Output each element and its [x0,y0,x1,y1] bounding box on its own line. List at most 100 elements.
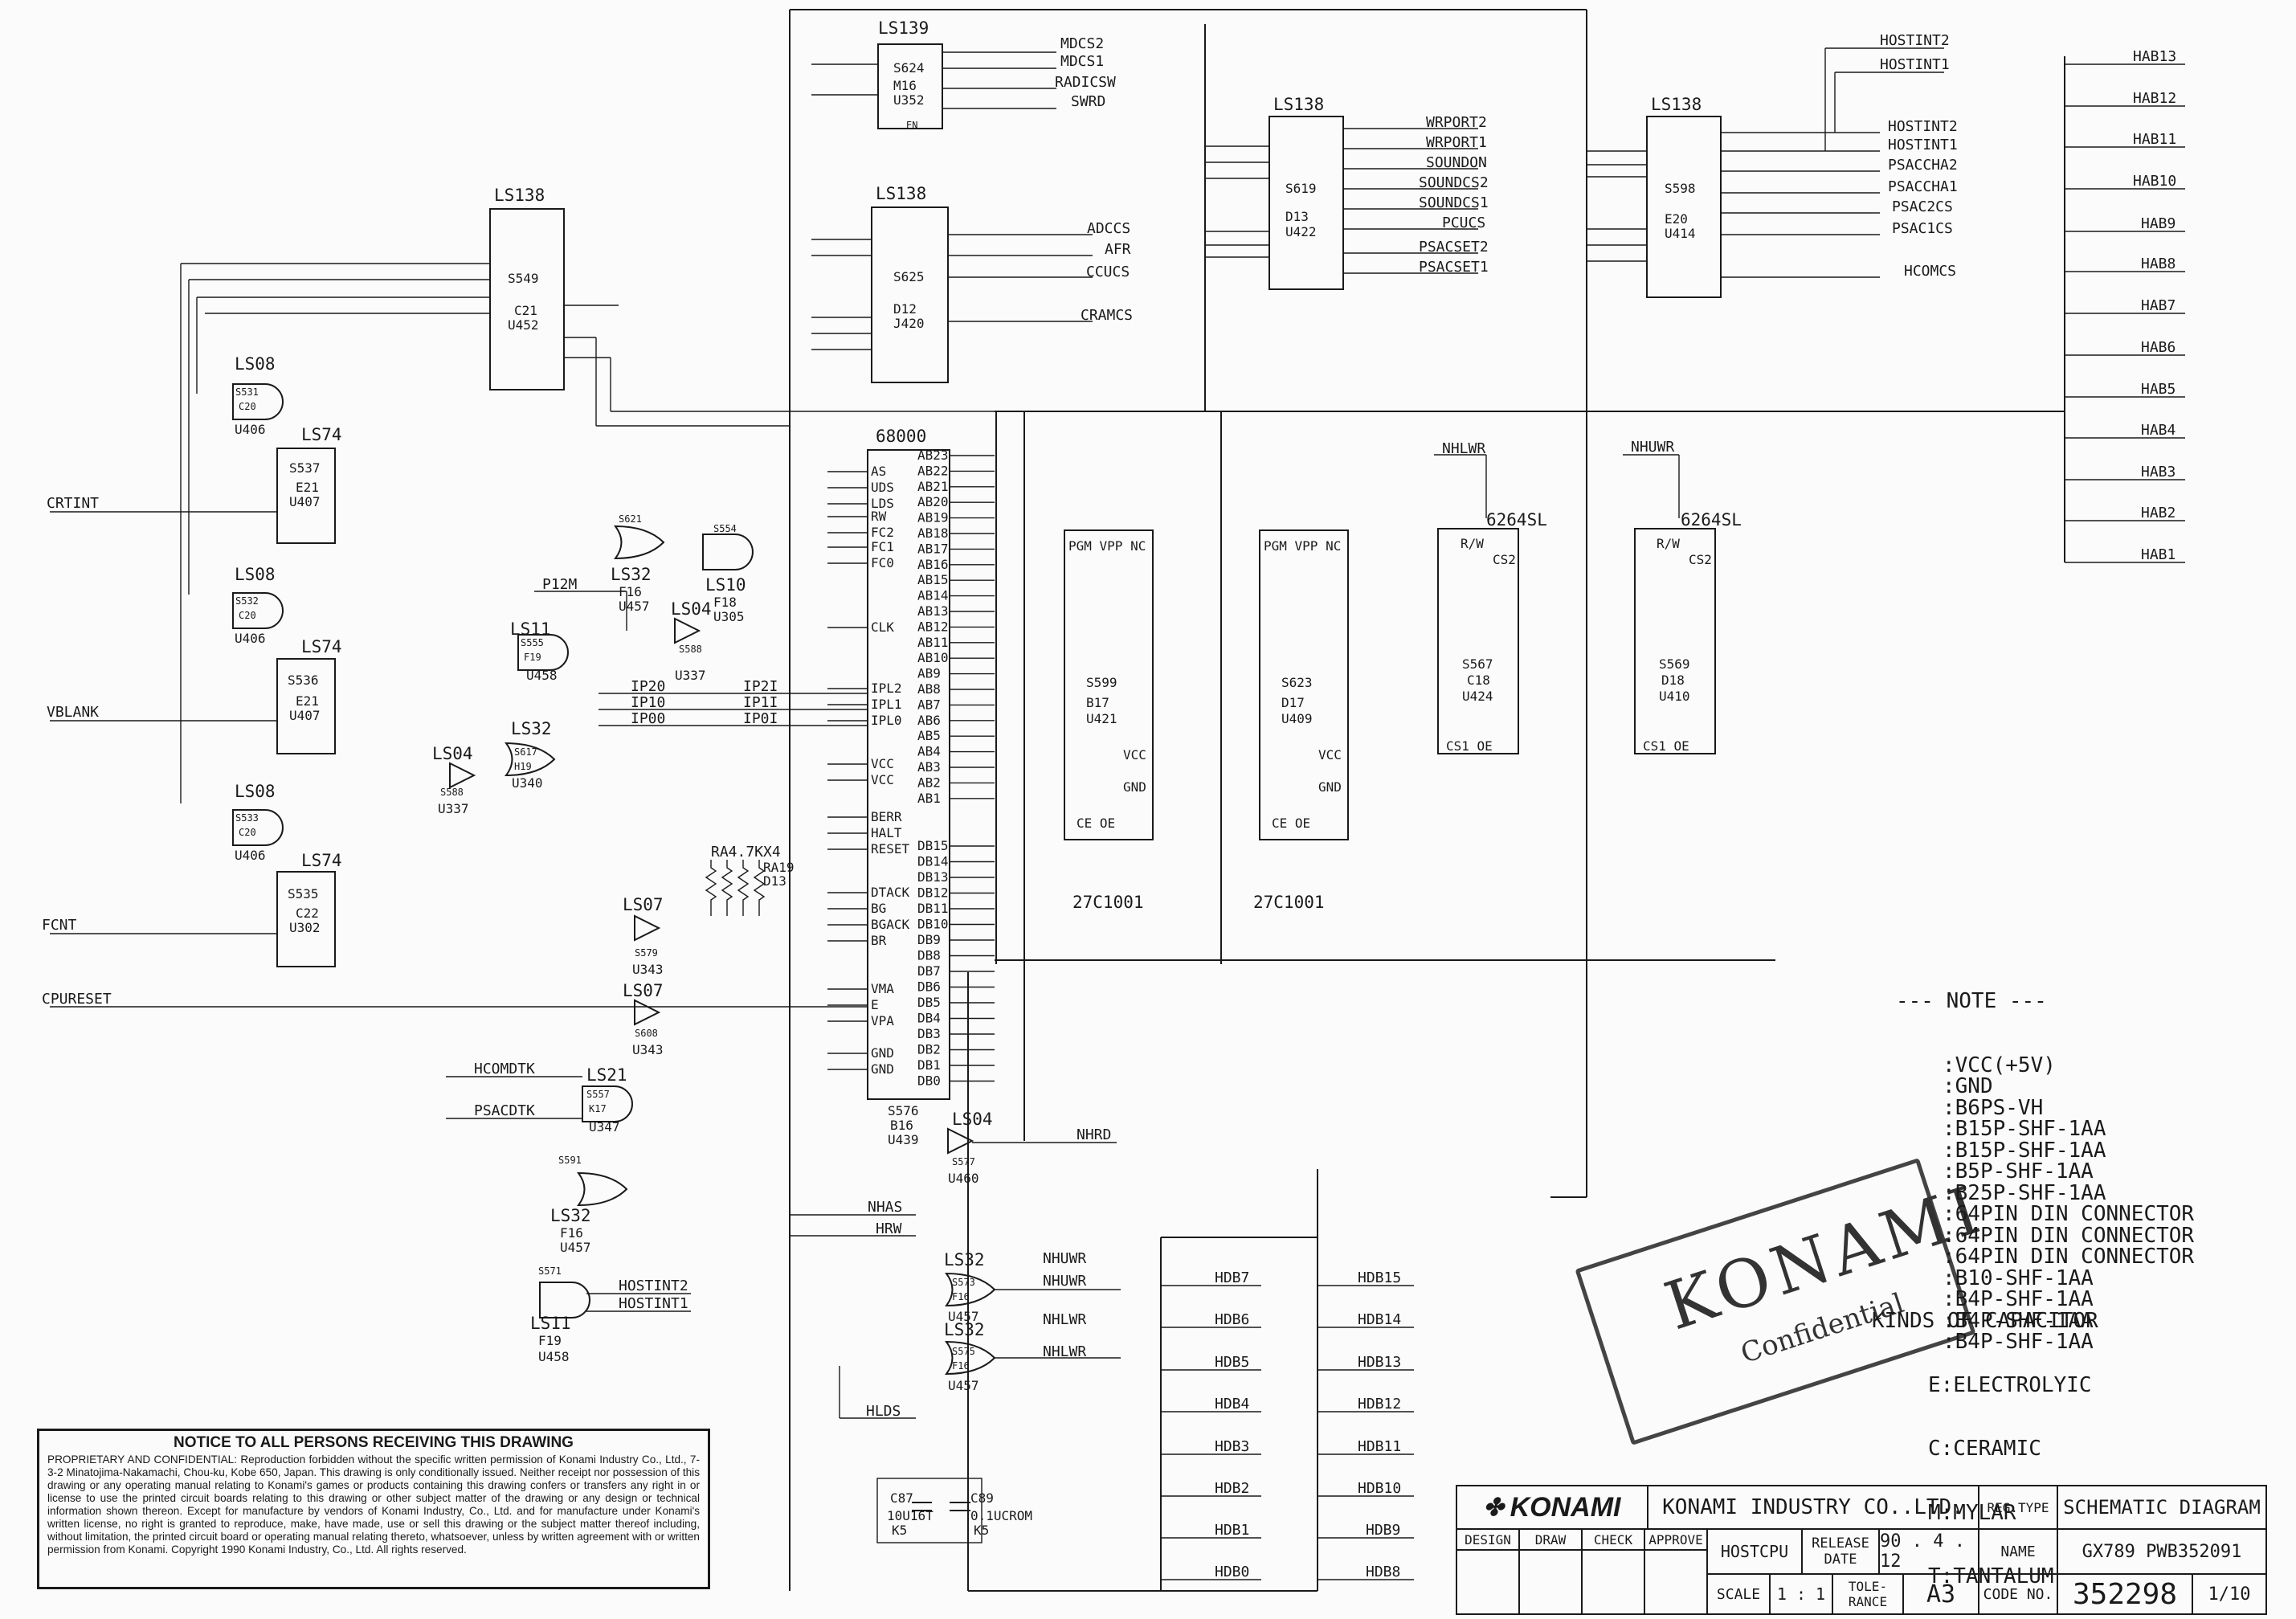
cpu-pin-addr: AB11 [917,635,949,650]
cpu-pin-addr: AB6 [917,713,941,728]
signal-hdb11: HDB11 [1358,1438,1401,1455]
gate-ls10-unit: U305 [713,609,745,624]
chip-rom-b17: 27C1001 PGM VPP NC S599 B17 U421 VCC GND… [1064,529,1154,912]
title-regtype: SCHEMATIC DIAGRAM [2057,1485,2267,1530]
chip-ls138-d12: LS138 S625 D12 J420 ADCCS AFR CCUCS CRAM… [811,184,1133,383]
signal-psac2cs: PSAC2CS [1892,198,1953,215]
gate-ls32-2-unit: U457 [619,599,650,614]
cap-kind-c: C:CERAMIC [1928,1437,2041,1461]
chip-ls139: LS139 S624 M16 U352 EN MDCS2 MDCS1 RADIC… [811,18,1116,131]
title-logo-text: KONAMI [1510,1491,1621,1523]
gate-ls10-pos: F18 [713,595,737,610]
chip-ram-d18-pos: D18 [1661,673,1685,688]
cap-c89-kind: K5 [974,1523,989,1538]
gate-ls32-1-pos: H19 [514,761,532,772]
cpu-pin-data: DB6 [917,979,941,995]
cpu-pin-left: FC2 [871,525,894,540]
logic-middle: LS11 S555 F19 U458 LS32 S617 H19 U340 LS… [432,513,868,1057]
gate-ls07-1-type: LS07 [623,895,664,914]
title-tolerance-label: TOLE-RANCE [1832,1573,1904,1615]
signal-hab6: HAB6 [2141,339,2175,356]
note-line: :GND [1943,1074,1993,1098]
signal-nhlwr-ram: NHLWR [1442,440,1485,457]
signal-ip0i: IP0I [743,710,778,727]
chip-ram-d18-ref: S569 [1659,656,1690,672]
signal-hab8: HAB8 [2141,256,2175,272]
chip-rom-d17-ref: S623 [1281,675,1313,690]
cpu-pin-left: BGACK [871,917,910,932]
svg-text:PGM VPP NC: PGM VPP NC [1068,538,1146,554]
title-design-label: DESIGN [1456,1528,1520,1551]
gate-ls32-5-unit: U457 [948,1378,979,1393]
signal-hdb2: HDB2 [1215,1480,1249,1497]
gate-ls74-2-unit: U407 [289,708,321,723]
title-release: 90 . 4 . 12 [1878,1528,1979,1575]
cpu-pin-data: DB2 [917,1042,941,1057]
gate-ls11-2-pos: F19 [538,1333,562,1348]
capacitors: C87 10U16T K5 C89 0.1UCROM K5 [876,1478,1032,1543]
gate-ls08-1-ref: S531 [235,386,259,398]
signal-hdb10: HDB10 [1358,1480,1401,1497]
signal-hostint1: HOSTINT1 [1888,137,1958,153]
chip-rom-b17-unit: U421 [1086,711,1117,726]
title-scale: 1 : 1 [1769,1573,1833,1615]
notice-title: NOTICE TO ALL PERSONS RECEIVING THIS DRA… [174,1434,574,1451]
konami-logo-icon: ✤ [1483,1494,1504,1521]
chip-ram-c18-type: 6264SL [1486,510,1547,529]
gate-ls21-pos: K17 [589,1103,607,1114]
signal-hab3: HAB3 [2141,464,2175,480]
chip-ls138-d13-ref: S619 [1285,181,1317,196]
cap-kind-t: T:TANTALUM [1928,1564,2054,1588]
signal-ip20: IP20 [631,678,665,695]
cpu-pin-left: BERR [871,809,902,824]
signal-afr: AFR [1105,241,1131,258]
svg-text:CS2: CS2 [1689,552,1712,567]
gate-ls32-1-ref: S617 [514,746,537,758]
chip-ls138-c21-ref: S549 [508,271,539,286]
signal-ccucs: CCUCS [1086,264,1130,280]
gate-ls21-ref: S557 [586,1089,610,1100]
chip-rom-b17-pos: B17 [1086,695,1109,710]
signature-draw [1518,1549,1583,1615]
chip-rom-b17-type: 27C1001 [1072,893,1144,912]
note-line: :64PIN DIN CONNECTOR [1943,1202,2195,1226]
gate-ls08-3-pos: C20 [239,827,256,838]
signal-adccs: ADCCS [1087,220,1130,237]
signal-soundon: SOUNDON [1426,154,1487,171]
signal-psac1cs: PSAC1CS [1892,220,1953,237]
cpu-pin-addr: AB10 [917,650,949,665]
proprietary-notice: NOTICE TO ALL PERSONS RECEIVING THIS DRA… [37,1429,710,1589]
note-line: :B4P-SHF-1AA [1943,1330,2094,1354]
signal-hlds: HLDS [866,1403,901,1420]
chip-68000: 68000 S576 B16 U439 [867,427,950,1147]
svg-text:CE OE: CE OE [1272,816,1310,831]
gate-ls32-3-type: LS32 [550,1206,591,1225]
cpu-pin-addr: AB8 [917,681,941,697]
chip-ls139-type: LS139 [878,18,929,38]
chip-ls138-e20-ref: S598 [1665,181,1696,196]
chip-68000-ref: S576 [888,1103,919,1118]
gate-ls07-1-ref: S579 [635,947,658,959]
capacitor-kinds: KINDS OF CAPACITOR E:ELECTROLYIC C:CERAM… [1872,1268,2098,1609]
gate-ls08-3-unit: U406 [235,848,266,863]
gate-ls08-3-ref: S533 [235,812,259,824]
note-lines: :VCC(+5V):GND:B6PS-VH:B15P-SHF-1AA:B15P-… [1896,1054,2195,1354]
cpu-pin-addr: AB15 [917,572,949,587]
cap-c87-kind: K5 [892,1523,907,1538]
chip-ls138-e20: LS138 S598 E20 U414 HOSTINT2 HOSTINT1 HO… [1587,32,1958,298]
signal-hdb15: HDB15 [1358,1269,1401,1286]
signal-psaccha1: PSACCHA1 [1888,178,1958,195]
svg-text:CS1 OE: CS1 OE [1643,738,1689,754]
chip-rom-b17-ref: S599 [1086,675,1117,690]
chip-ls138-c21: LS138 S549 C21 U452 [181,186,995,427]
chip-68000-type: 68000 [876,427,926,446]
gate-ls11-1-unit: U458 [526,668,558,683]
signal-swrd: SWRD [1071,93,1105,110]
gate-ls11-1-type: LS11 [510,619,551,639]
label-resistor-array: RA4.7KX4 [711,844,781,861]
signal-nhlwr-out: NHLWR [1043,1343,1086,1360]
gate-ls74-3-unit: U302 [289,920,321,935]
signal-hrw: HRW [876,1220,902,1237]
signal-cramcs: CRAMCS [1081,307,1133,324]
note-line: :B4P-SHF-1AA [1943,1287,2094,1311]
